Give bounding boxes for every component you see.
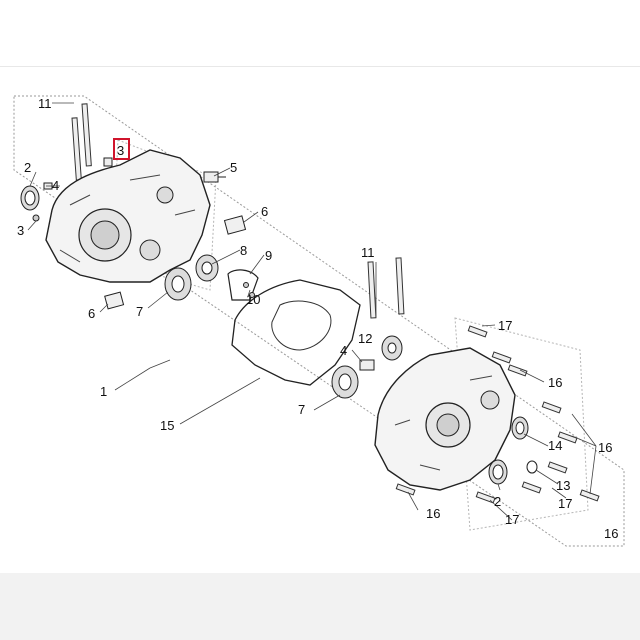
oil-seal-2b — [488, 459, 508, 485]
bearing-8 — [195, 254, 219, 282]
callout-6-left: 6 — [88, 306, 95, 321]
bottom-margin — [0, 573, 640, 640]
stud-bolts-right — [367, 257, 405, 319]
needle-bearing-4b — [359, 359, 375, 371]
callout-7-right: 7 — [298, 402, 305, 417]
callout-2-right: 2 — [494, 494, 501, 509]
callout-14: 14 — [548, 438, 562, 453]
bushing-6a — [223, 215, 247, 235]
callout-8: 8 — [240, 243, 247, 258]
callout-11-right: 11 — [361, 245, 375, 260]
plug-3h — [103, 157, 113, 167]
callout-17-bottom: 17 — [505, 512, 519, 527]
callout-11-left: 11 — [38, 96, 52, 111]
callout-3-highlighted: 3 — [117, 143, 124, 158]
callout-1: 1 — [100, 384, 107, 399]
oil-seal-2a — [20, 185, 40, 211]
group-boundary — [13, 95, 625, 547]
callout-10: 10 — [246, 292, 260, 307]
screw-10 — [243, 282, 255, 298]
callout-4-left: 4 — [52, 178, 59, 193]
callout-9: 9 — [265, 248, 272, 263]
callout-17-top: 17 — [498, 318, 512, 333]
callout-16-bottom: 16 — [426, 506, 440, 521]
highlight-box — [113, 138, 130, 160]
breather-fitting-5 — [203, 171, 226, 183]
callout-13: 13 — [556, 478, 570, 493]
crankcase-gasket-15 — [231, 279, 361, 386]
bushing-6b — [104, 291, 125, 310]
crankcase-bolts — [395, 325, 600, 504]
bearing-7a — [164, 267, 192, 301]
right-crankcase-half — [374, 347, 516, 491]
callout-12: 12 — [358, 331, 372, 346]
callout-2-left: 2 — [24, 160, 31, 175]
leader-lines — [27, 102, 597, 521]
screw-3b — [32, 214, 40, 222]
callout-16-corner: 16 — [604, 526, 618, 541]
callout-17-right: 17 — [558, 496, 572, 511]
left-crankcase-half — [45, 149, 211, 283]
callout-7-left: 7 — [136, 304, 143, 319]
callout-3-lower: 3 — [17, 223, 24, 238]
callout-6-right: 6 — [261, 204, 268, 219]
subgroup-boundary-left — [111, 139, 217, 291]
callout-4-right: 4 — [340, 343, 347, 358]
callout-16-upper: 16 — [548, 375, 562, 390]
callout-5: 5 — [230, 160, 237, 175]
top-margin — [0, 0, 640, 66]
o-ring-13 — [526, 460, 538, 474]
stud-bolts-left — [71, 103, 92, 181]
callout-15: 15 — [160, 418, 174, 433]
bearing-7b — [331, 365, 359, 399]
subgroup-boundary-right — [454, 317, 589, 531]
oil-seal-14 — [511, 416, 529, 440]
callout-16-right: 16 — [598, 440, 612, 455]
bearing-12 — [381, 335, 403, 361]
